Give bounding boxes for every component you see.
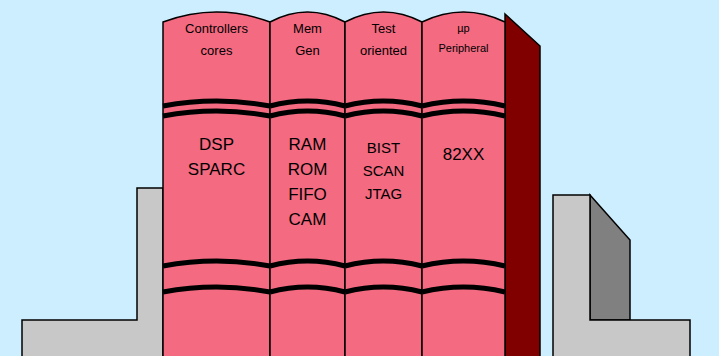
- spine-band: [345, 101, 422, 106]
- spine-band: [163, 287, 270, 292]
- book-spine: [345, 8, 422, 356]
- book-title: µp Peripheral: [438, 18, 488, 58]
- spine-band: [422, 101, 505, 106]
- book-spine: [163, 8, 270, 356]
- left-bookend: [22, 188, 163, 356]
- spine-band: [270, 111, 345, 116]
- book: Test orientedBIST SCAN JTAG: [345, 8, 422, 356]
- spine-band: [163, 111, 270, 116]
- spine-band: [270, 287, 345, 292]
- spine-band: [163, 101, 270, 106]
- book-contents: 82XX: [443, 142, 485, 167]
- book-contents: DSP SPARC: [188, 132, 245, 182]
- book-contents: BIST SCAN JTAG: [363, 136, 405, 205]
- book: µp Peripheral 82XX: [422, 8, 505, 356]
- spine-band: [422, 111, 505, 116]
- spine-band: [422, 287, 505, 292]
- spine-band: [345, 287, 422, 292]
- spine-band: [345, 261, 422, 266]
- spine-band: [163, 261, 270, 266]
- book-contents: RAM ROM FIFO CAM: [288, 132, 328, 232]
- book-spine: [422, 8, 505, 356]
- spine-band: [422, 261, 505, 266]
- book: Controllers coresDSP SPARC: [163, 8, 270, 356]
- back-cover: [505, 14, 540, 356]
- right-bookend: [553, 195, 690, 356]
- spine-band: [270, 101, 345, 106]
- spine-band: [345, 111, 422, 116]
- book-spine: [270, 8, 345, 356]
- book-title: Controllers cores: [185, 18, 248, 62]
- book-title: Mem Gen: [293, 18, 322, 62]
- spine-band: [270, 261, 345, 266]
- book: Mem GenRAM ROM FIFO CAM: [270, 8, 345, 356]
- book-title: Test oriented: [360, 18, 407, 62]
- right-bookend-side: [590, 195, 630, 320]
